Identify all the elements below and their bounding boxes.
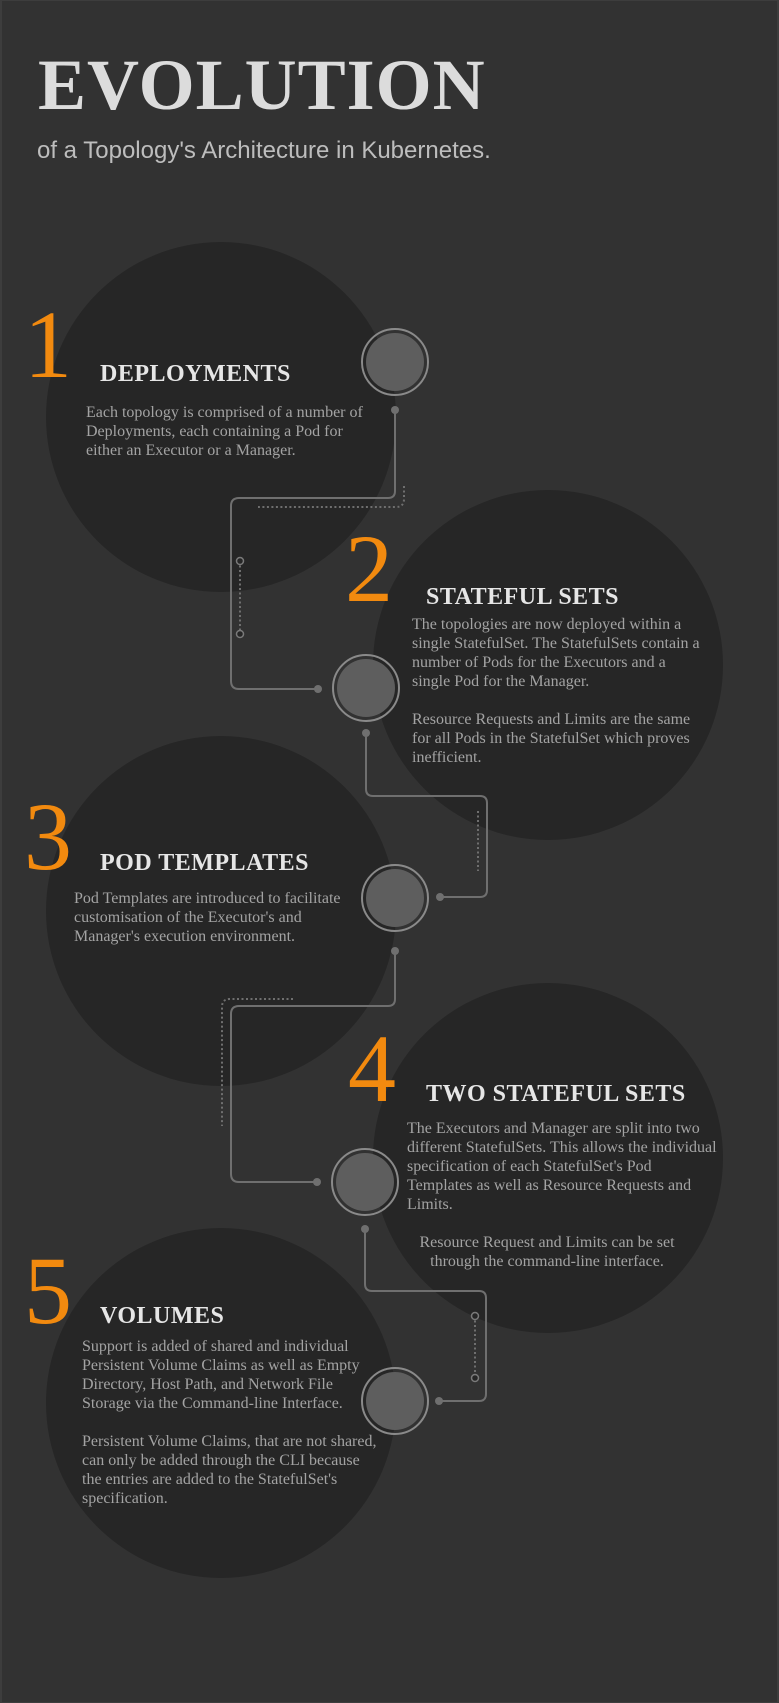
- connector-dot: [436, 893, 444, 901]
- step-4-heading: TWO STATEFUL SETS: [426, 1081, 686, 1107]
- step-2-number: 2: [345, 515, 393, 622]
- node-5: [361, 1367, 429, 1435]
- node-1: [361, 328, 429, 396]
- dotted-accent-3: [221, 998, 293, 1126]
- connector-dot: [391, 947, 399, 955]
- step-2-paragraph-1: The topologies are now deployed within a…: [412, 616, 700, 690]
- step-5-description: Support is added of shared and individua…: [82, 1337, 382, 1508]
- dotted-accent-1-horizontal: [258, 486, 405, 508]
- step-3-paragraph-1: Pod Templates are introduced to facilita…: [74, 890, 341, 945]
- node-2: [332, 654, 400, 722]
- page-subtitle: of a Topology's Architecture in Kubernet…: [37, 137, 491, 164]
- dotted-accent-endpoint: [470, 1373, 480, 1383]
- node-4: [331, 1148, 399, 1216]
- step-3-heading: POD TEMPLATES: [100, 850, 309, 876]
- step-3-number: 3: [24, 783, 72, 890]
- dotted-accent-endpoint: [235, 629, 245, 639]
- step-4-paragraph-1: The Executors and Manager are split into…: [407, 1120, 717, 1213]
- step-5-paragraph-1: Support is added of shared and individua…: [82, 1338, 360, 1412]
- step-1-number: 1: [24, 291, 72, 398]
- connector-dot: [314, 685, 322, 693]
- connector-2-3: [365, 733, 488, 898]
- connector-dot: [313, 1178, 321, 1186]
- step-3-background-circle: [46, 736, 396, 1086]
- step-2-background-circle: [373, 490, 723, 840]
- dotted-accent-endpoint: [470, 1311, 480, 1321]
- step-1-background-circle: [46, 242, 396, 592]
- step-4-background-circle: [373, 983, 723, 1333]
- step-5-number: 5: [24, 1237, 72, 1344]
- dotted-accent-endpoint: [235, 556, 245, 566]
- connector-dot: [391, 406, 399, 414]
- step-4-description: The Executors and Manager are split into…: [407, 1119, 719, 1271]
- node-3: [361, 864, 429, 932]
- connector-dot: [435, 1397, 443, 1405]
- step-4-number: 4: [348, 1015, 396, 1122]
- step-1-heading: DEPLOYMENTS: [100, 361, 291, 387]
- step-3-description: Pod Templates are introduced to facilita…: [74, 889, 354, 946]
- step-5-background-circle: [46, 1228, 396, 1578]
- connector-3-4: [230, 951, 396, 1183]
- step-4-paragraph-2: Resource Request and Limits can be set t…: [419, 1234, 675, 1270]
- step-2-heading: STATEFUL SETS: [426, 584, 620, 610]
- step-2-paragraph-2: Resource Requests and Limits are the sam…: [412, 711, 691, 766]
- connector-dot: [361, 1225, 369, 1233]
- step-2-description: The topologies are now deployed within a…: [412, 615, 702, 767]
- step-5-paragraph-2: Persistent Volume Claims, that are not s…: [82, 1433, 377, 1507]
- connector-1-2: [230, 410, 396, 690]
- step-5-heading: VOLUMES: [100, 1303, 225, 1329]
- connector-dot: [362, 729, 370, 737]
- page-title: EVOLUTION: [38, 45, 486, 125]
- connector-4-5: [364, 1229, 487, 1402]
- step-1-paragraph-1: Each topology is comprised of a number o…: [86, 404, 363, 459]
- step-1-description: Each topology is comprised of a number o…: [86, 403, 376, 460]
